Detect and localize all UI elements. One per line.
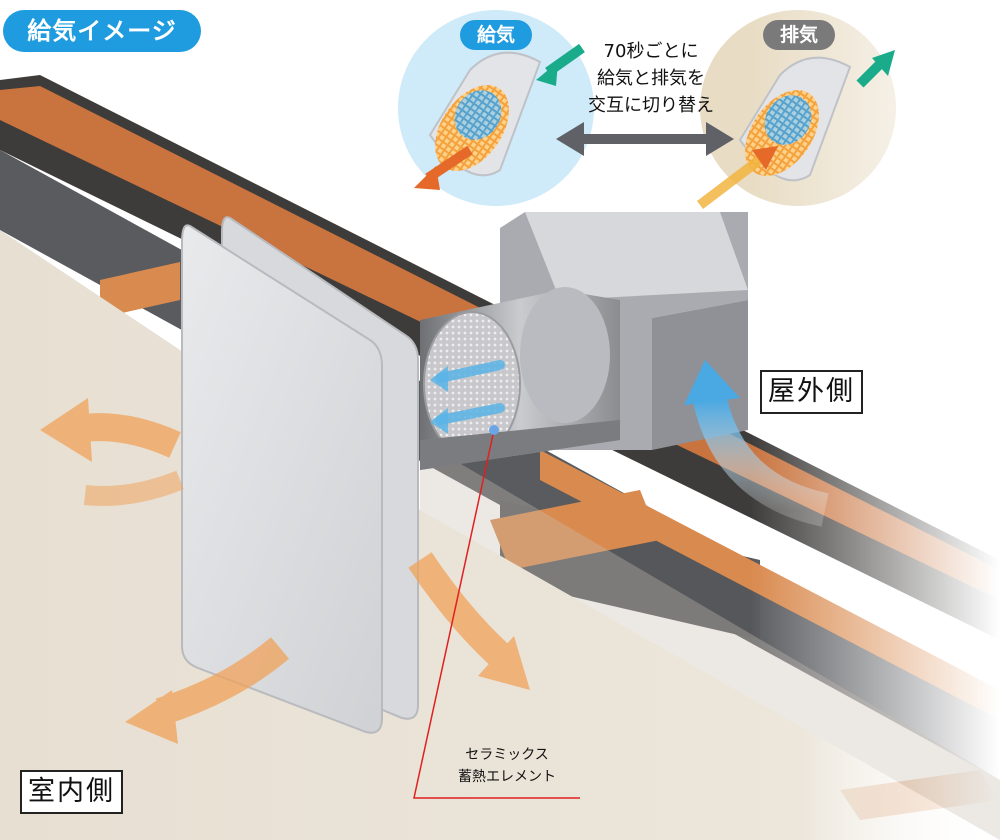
airflow-arrow-icon: [83, 470, 184, 506]
switch-line: 給気と排気を: [597, 68, 705, 89]
ceramic-line: 蓄熱エレメント: [458, 769, 556, 785]
vent-cover: [181, 216, 419, 734]
airflow-arrow-icon: [872, 50, 895, 76]
pointer-dot: [489, 425, 499, 435]
duct-base: [420, 420, 620, 470]
switch-line: 交互に切り替え: [588, 95, 714, 116]
airflow-arrow-icon: [155, 637, 290, 726]
airflow-arrow-icon: [684, 360, 740, 405]
front-panel: [181, 224, 383, 734]
airflow-arrow-icon: [435, 360, 505, 383]
element-pointer-line: [413, 429, 580, 799]
duct-assembly: [420, 287, 620, 470]
duct-opening: [520, 287, 610, 423]
airflow-arrow-icon: [752, 146, 778, 170]
supply-inset-graphic: [414, 43, 585, 190]
exhaust-inset-graphic: [696, 50, 895, 209]
airflow-arrow-icon: [430, 366, 448, 392]
airflow-arrow-icon: [125, 690, 178, 744]
airflow-arrow-icon: [693, 395, 829, 527]
airflow-arrow-icon: [40, 398, 92, 462]
outdoor-side-label: 屋外側: [760, 370, 863, 414]
ceramic-element-icon: [454, 90, 502, 140]
airflow-arrow-icon: [414, 166, 440, 190]
ceramic-element-label: セラミックス 蓄熱エレメント: [422, 744, 592, 788]
airflow-arrow-icon: [435, 403, 505, 425]
airflow-arrow-icon: [536, 62, 558, 86]
wall-edge-shadow: [420, 440, 1000, 840]
indoor-side-label: 室内側: [20, 770, 123, 814]
hood-top: [525, 212, 748, 300]
supply-badge: 給気: [460, 20, 532, 50]
switch-line: 70秒ごとに: [603, 41, 699, 62]
page-title: 給気イメージ: [3, 10, 201, 52]
airflow-arrow-icon: [856, 60, 884, 88]
airflow-arrow-icon: [430, 408, 448, 434]
airflow-arrow-icon: [478, 636, 530, 690]
double-arrow-icon: [556, 122, 734, 156]
supply-flow-arrows: [430, 360, 505, 434]
indoor-flow-arrows: [40, 398, 530, 744]
exhaust-badge: 排気: [763, 20, 835, 50]
airflow-arrow-icon: [696, 154, 766, 209]
switch-description: 70秒ごとに 給気と排気を 交互に切り替え: [566, 38, 736, 119]
ceramic-line: セラミックス: [465, 747, 549, 763]
airflow-arrow-icon: [408, 552, 515, 671]
ceramic-element-icon: [764, 95, 812, 145]
